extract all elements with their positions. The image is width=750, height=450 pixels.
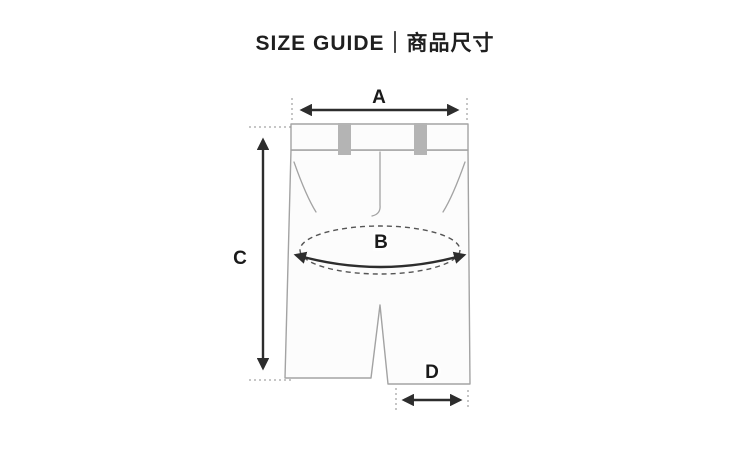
shorts-drawing (284, 123, 471, 385)
measurement-c: C (231, 126, 291, 381)
double-arrow-b-icon (293, 251, 467, 269)
shorts-waistband (290, 123, 469, 151)
label-d: D (425, 362, 439, 383)
label-c: C (233, 248, 247, 269)
hip-ellipse-icon (299, 225, 461, 275)
measurement-d: D (395, 360, 469, 410)
page-title: SIZE GUIDE｜商品尺寸 (255, 32, 495, 55)
left-pocket-seam (293, 161, 317, 213)
belt-loop-right (414, 123, 427, 155)
measurement-a: A (291, 85, 468, 123)
right-pocket-seam (442, 161, 466, 213)
fly-seam (371, 151, 381, 217)
belt-loop-left (338, 123, 351, 155)
measurement-b: B (293, 225, 467, 275)
label-b: B (374, 232, 388, 253)
label-a: A (372, 87, 386, 108)
